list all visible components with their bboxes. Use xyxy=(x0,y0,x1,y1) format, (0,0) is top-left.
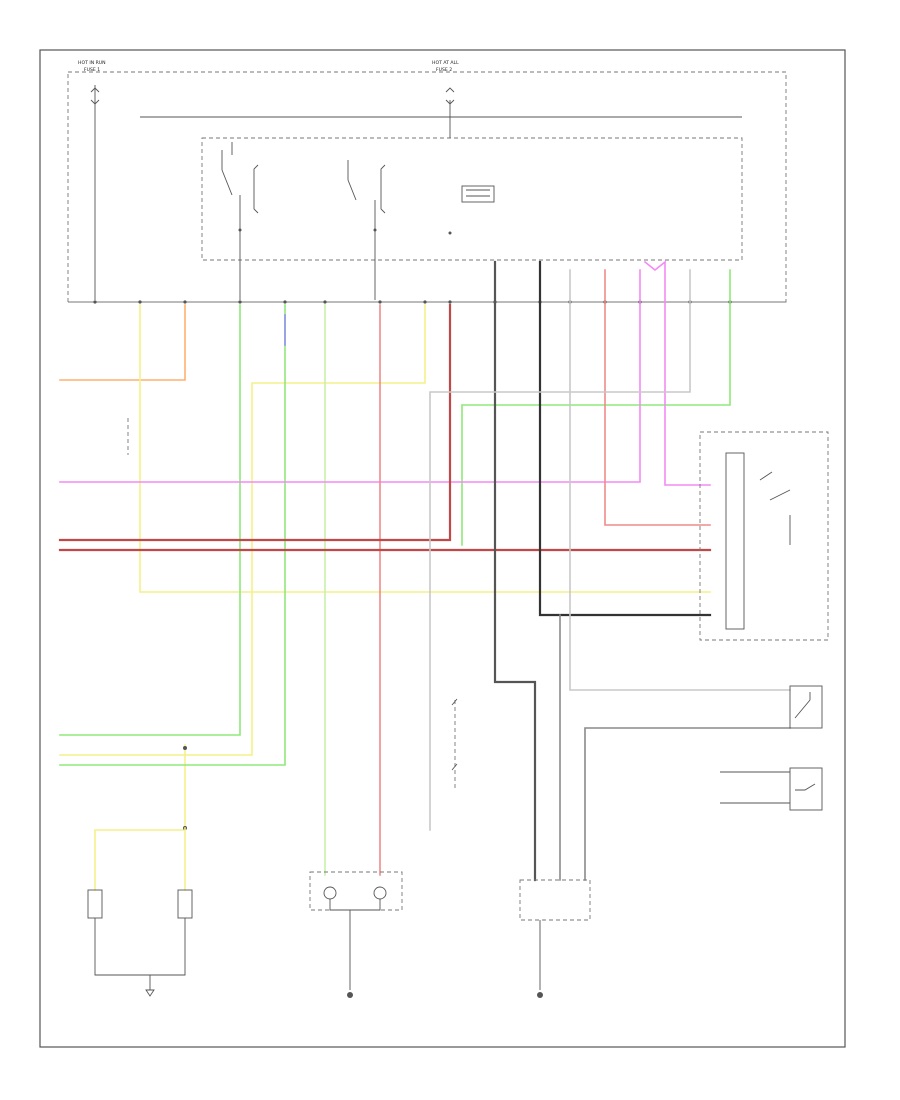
right-turn-switch-icon xyxy=(347,160,386,300)
center-header-label: HOT AT ALL xyxy=(432,60,459,66)
flasher-switch-icon xyxy=(759,471,791,545)
relay-icon xyxy=(448,185,495,235)
wire-black-rear xyxy=(493,260,537,882)
wire-gray-brake xyxy=(584,727,791,881)
ground-icon xyxy=(145,989,155,997)
brake-switch xyxy=(720,767,823,811)
flasher-unit xyxy=(699,431,829,641)
wire-pink-right xyxy=(643,260,711,486)
ground-center xyxy=(347,992,353,998)
wire-yellow-main xyxy=(139,304,711,593)
lamp-icon xyxy=(373,886,387,900)
ground-icon xyxy=(347,992,353,998)
lamp-icon xyxy=(323,886,337,900)
left-fuse-icon xyxy=(90,87,100,105)
indicator-cluster-center xyxy=(451,698,458,790)
diagram-frame xyxy=(39,49,846,1048)
rear-left-ground-wire xyxy=(329,899,381,990)
left-header-fuse: FUSE 1 xyxy=(84,67,100,73)
ground-icon xyxy=(537,992,543,998)
door-switch xyxy=(789,685,823,729)
yellow-splice xyxy=(183,746,187,750)
wire-lightgray-cluster xyxy=(429,269,691,831)
center-header-fuse: FUSE 2 xyxy=(436,67,452,73)
wire-green-upper xyxy=(461,269,731,546)
ground-left xyxy=(145,989,155,997)
wire-red-right xyxy=(604,269,711,526)
front-left-lamps xyxy=(87,889,193,990)
rear-left-lamps xyxy=(309,871,403,990)
wire-pink xyxy=(59,269,641,483)
flasher-connector xyxy=(725,452,745,630)
switch-icon xyxy=(794,692,811,719)
turn-switch-outline xyxy=(201,137,743,261)
wire-lightgray xyxy=(569,269,791,691)
lamp-icon xyxy=(87,889,103,919)
wire-black-main xyxy=(538,260,712,617)
switch-block: HOT IN RUN FUSE 1 HOT AT ALL FUSE 2 xyxy=(67,60,787,304)
ground-right xyxy=(537,992,543,998)
wire-green-left xyxy=(59,304,241,736)
rear-right-lamps xyxy=(519,879,591,990)
wire-yellow-lamp xyxy=(94,744,186,891)
wire-darkred-1 xyxy=(58,303,452,542)
wire-harness xyxy=(58,260,791,891)
fuse-box-outline xyxy=(67,71,787,303)
connector-pin-row xyxy=(68,300,786,304)
front-ground-wire xyxy=(94,918,186,990)
wire-green-right xyxy=(59,304,286,766)
lamp-icon xyxy=(177,889,193,919)
wire-orange xyxy=(59,304,186,381)
left-header-label: HOT IN RUN xyxy=(78,60,106,66)
left-turn-switch-icon xyxy=(221,142,259,300)
wire-yellow-feed xyxy=(59,304,426,756)
